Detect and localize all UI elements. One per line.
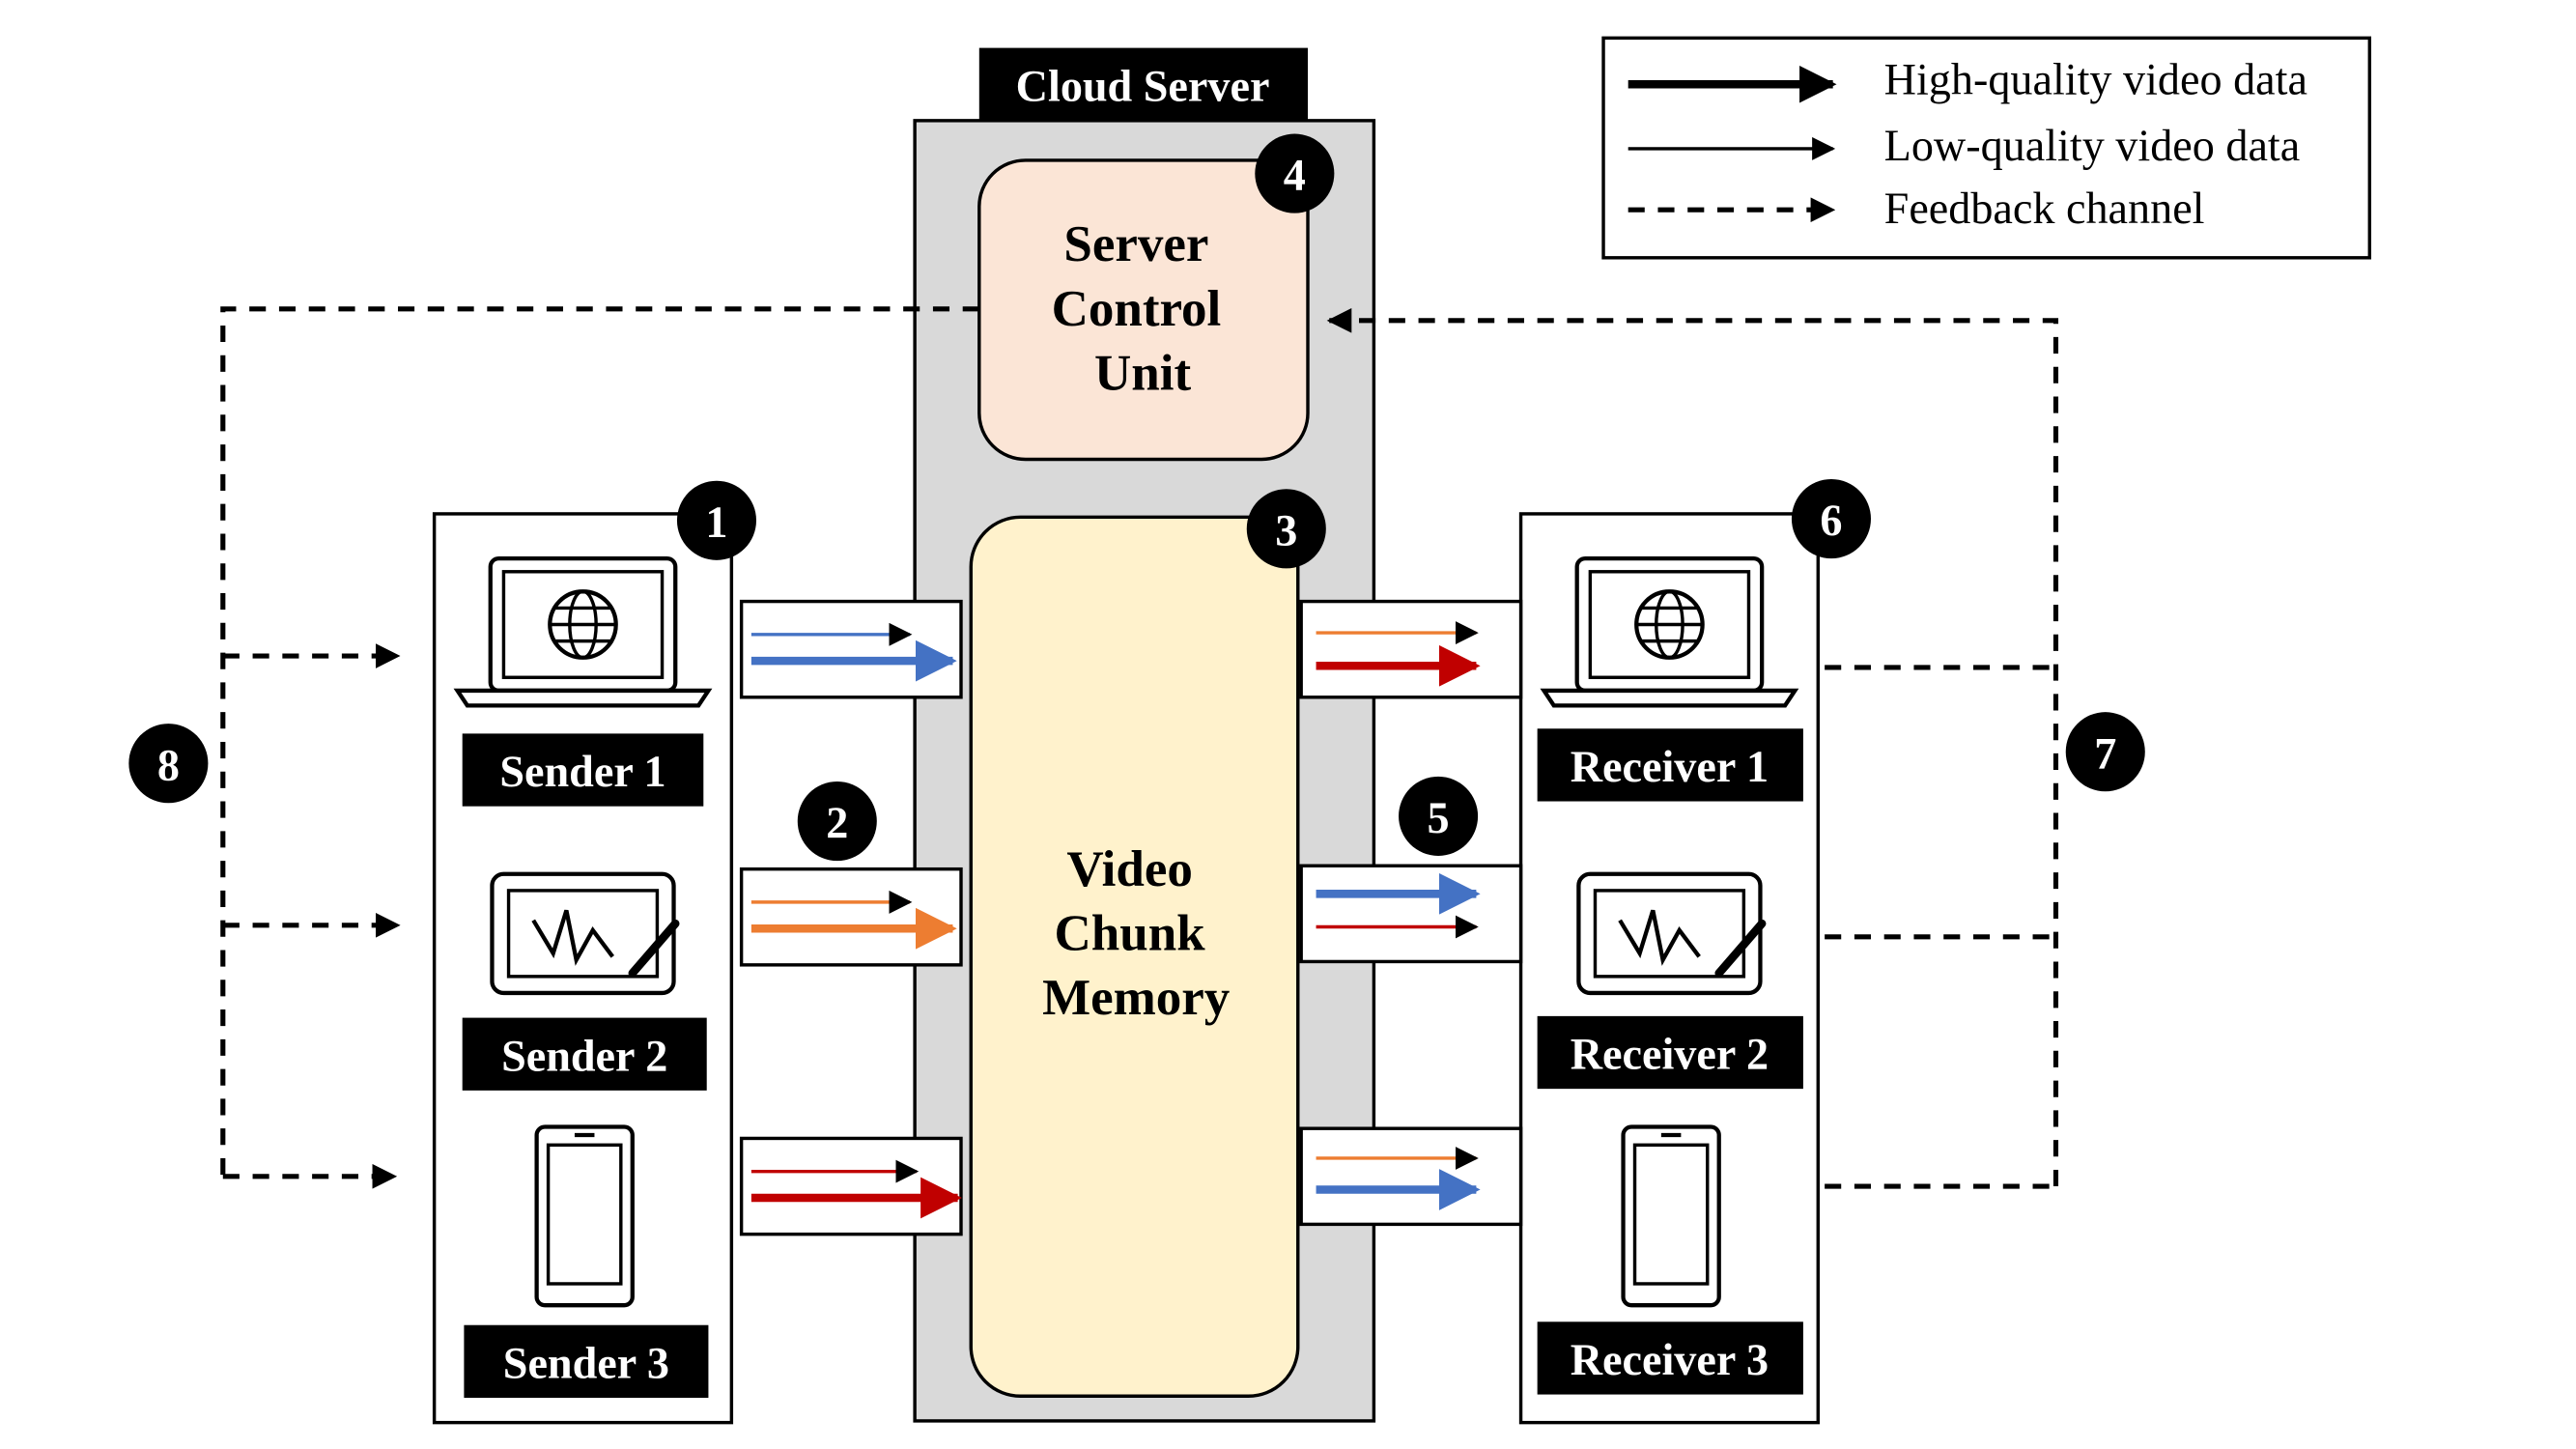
- sender-1-label: Sender 1: [499, 747, 665, 796]
- cloud-server-title-bg: [978, 47, 1309, 121]
- svg-text:2: 2: [826, 798, 848, 847]
- control-unit-line-3: Unit: [1094, 346, 1191, 402]
- download-stream-box: [1299, 599, 1523, 699]
- receiver-column: Receiver 1 Receiver 2 Receiver 3: [1518, 512, 1820, 1425]
- memory-line-3: Memory: [1042, 970, 1230, 1026]
- feedback-channels: [220, 306, 2059, 1189]
- tablet-drawing-icon: [490, 871, 680, 996]
- download-stream-box: [1299, 1126, 1523, 1227]
- step-badge-8: 8: [128, 724, 209, 804]
- step-badge-4: 4: [1255, 133, 1335, 213]
- sender-column: Sender 1 Sender 2 Sender 3: [432, 512, 734, 1425]
- memory-line-2: Chunk: [1055, 905, 1206, 961]
- upload-stream-box: [739, 599, 963, 699]
- step-badge-2: 2: [797, 781, 877, 862]
- svg-text:7: 7: [2094, 728, 2116, 778]
- control-unit-line-2: Control: [1052, 281, 1222, 337]
- cloud-server-title: Cloud Server: [1016, 61, 1270, 110]
- download-streams: [1299, 599, 1523, 1227]
- legend-feedback-label: Feedback channel: [1884, 184, 2205, 233]
- download-stream-box: [1299, 864, 1523, 964]
- receiver-3-label: Receiver 3: [1571, 1335, 1769, 1384]
- svg-text:6: 6: [1820, 496, 1842, 545]
- cloud-server: Cloud Server Server Control Unit Video C…: [913, 47, 1376, 1423]
- tablet-drawing-icon: [1576, 871, 1767, 996]
- feedback-to-server-trunk: [1326, 307, 2059, 1187]
- legend-low-quality-label: Low-quality video data: [1884, 121, 2301, 170]
- receiver-1-label: Receiver 1: [1571, 742, 1769, 791]
- step-badge-1: 1: [676, 480, 757, 560]
- upload-stream-box: [739, 1136, 963, 1236]
- svg-text:5: 5: [1428, 793, 1450, 842]
- svg-text:1: 1: [705, 497, 727, 547]
- legend-high-quality-label: High-quality video data: [1884, 54, 2307, 103]
- sender-3-label: Sender 3: [503, 1338, 669, 1387]
- laptop-globe-icon: [453, 555, 713, 708]
- video-chunk-memory: [969, 515, 1300, 1398]
- svg-text:Video Chunk Memory: Video Chunk Memory: [1042, 841, 1230, 1026]
- svg-text:3: 3: [1275, 505, 1297, 554]
- upload-streams: [739, 599, 963, 1236]
- svg-text:Server Control Uni: Server Control Unit: [1052, 216, 1234, 401]
- smartphone-icon: [534, 1124, 635, 1308]
- step-badges: 1 2 3 4 5 6 7 8: [128, 133, 2145, 862]
- step-badge-6: 6: [1791, 479, 1871, 559]
- step-badge-7: 7: [2065, 712, 2145, 792]
- svg-text:4: 4: [1284, 151, 1306, 200]
- smartphone-icon: [1621, 1124, 1721, 1308]
- receiver-2-label: Receiver 2: [1571, 1030, 1769, 1079]
- upload-stream-box: [739, 867, 963, 967]
- sender-2-label: Sender 2: [501, 1031, 667, 1080]
- control-unit-line-1: Server: [1063, 216, 1208, 272]
- laptop-globe-icon: [1540, 555, 1799, 708]
- memory-line-1: Video: [1066, 841, 1193, 897]
- feedback-to-senders-trunk: [220, 306, 979, 1177]
- svg-text:8: 8: [157, 740, 180, 789]
- step-badge-3: 3: [1246, 489, 1326, 569]
- legend: High-quality video data Low-quality vide…: [1601, 36, 2372, 260]
- step-badge-5: 5: [1399, 776, 1479, 856]
